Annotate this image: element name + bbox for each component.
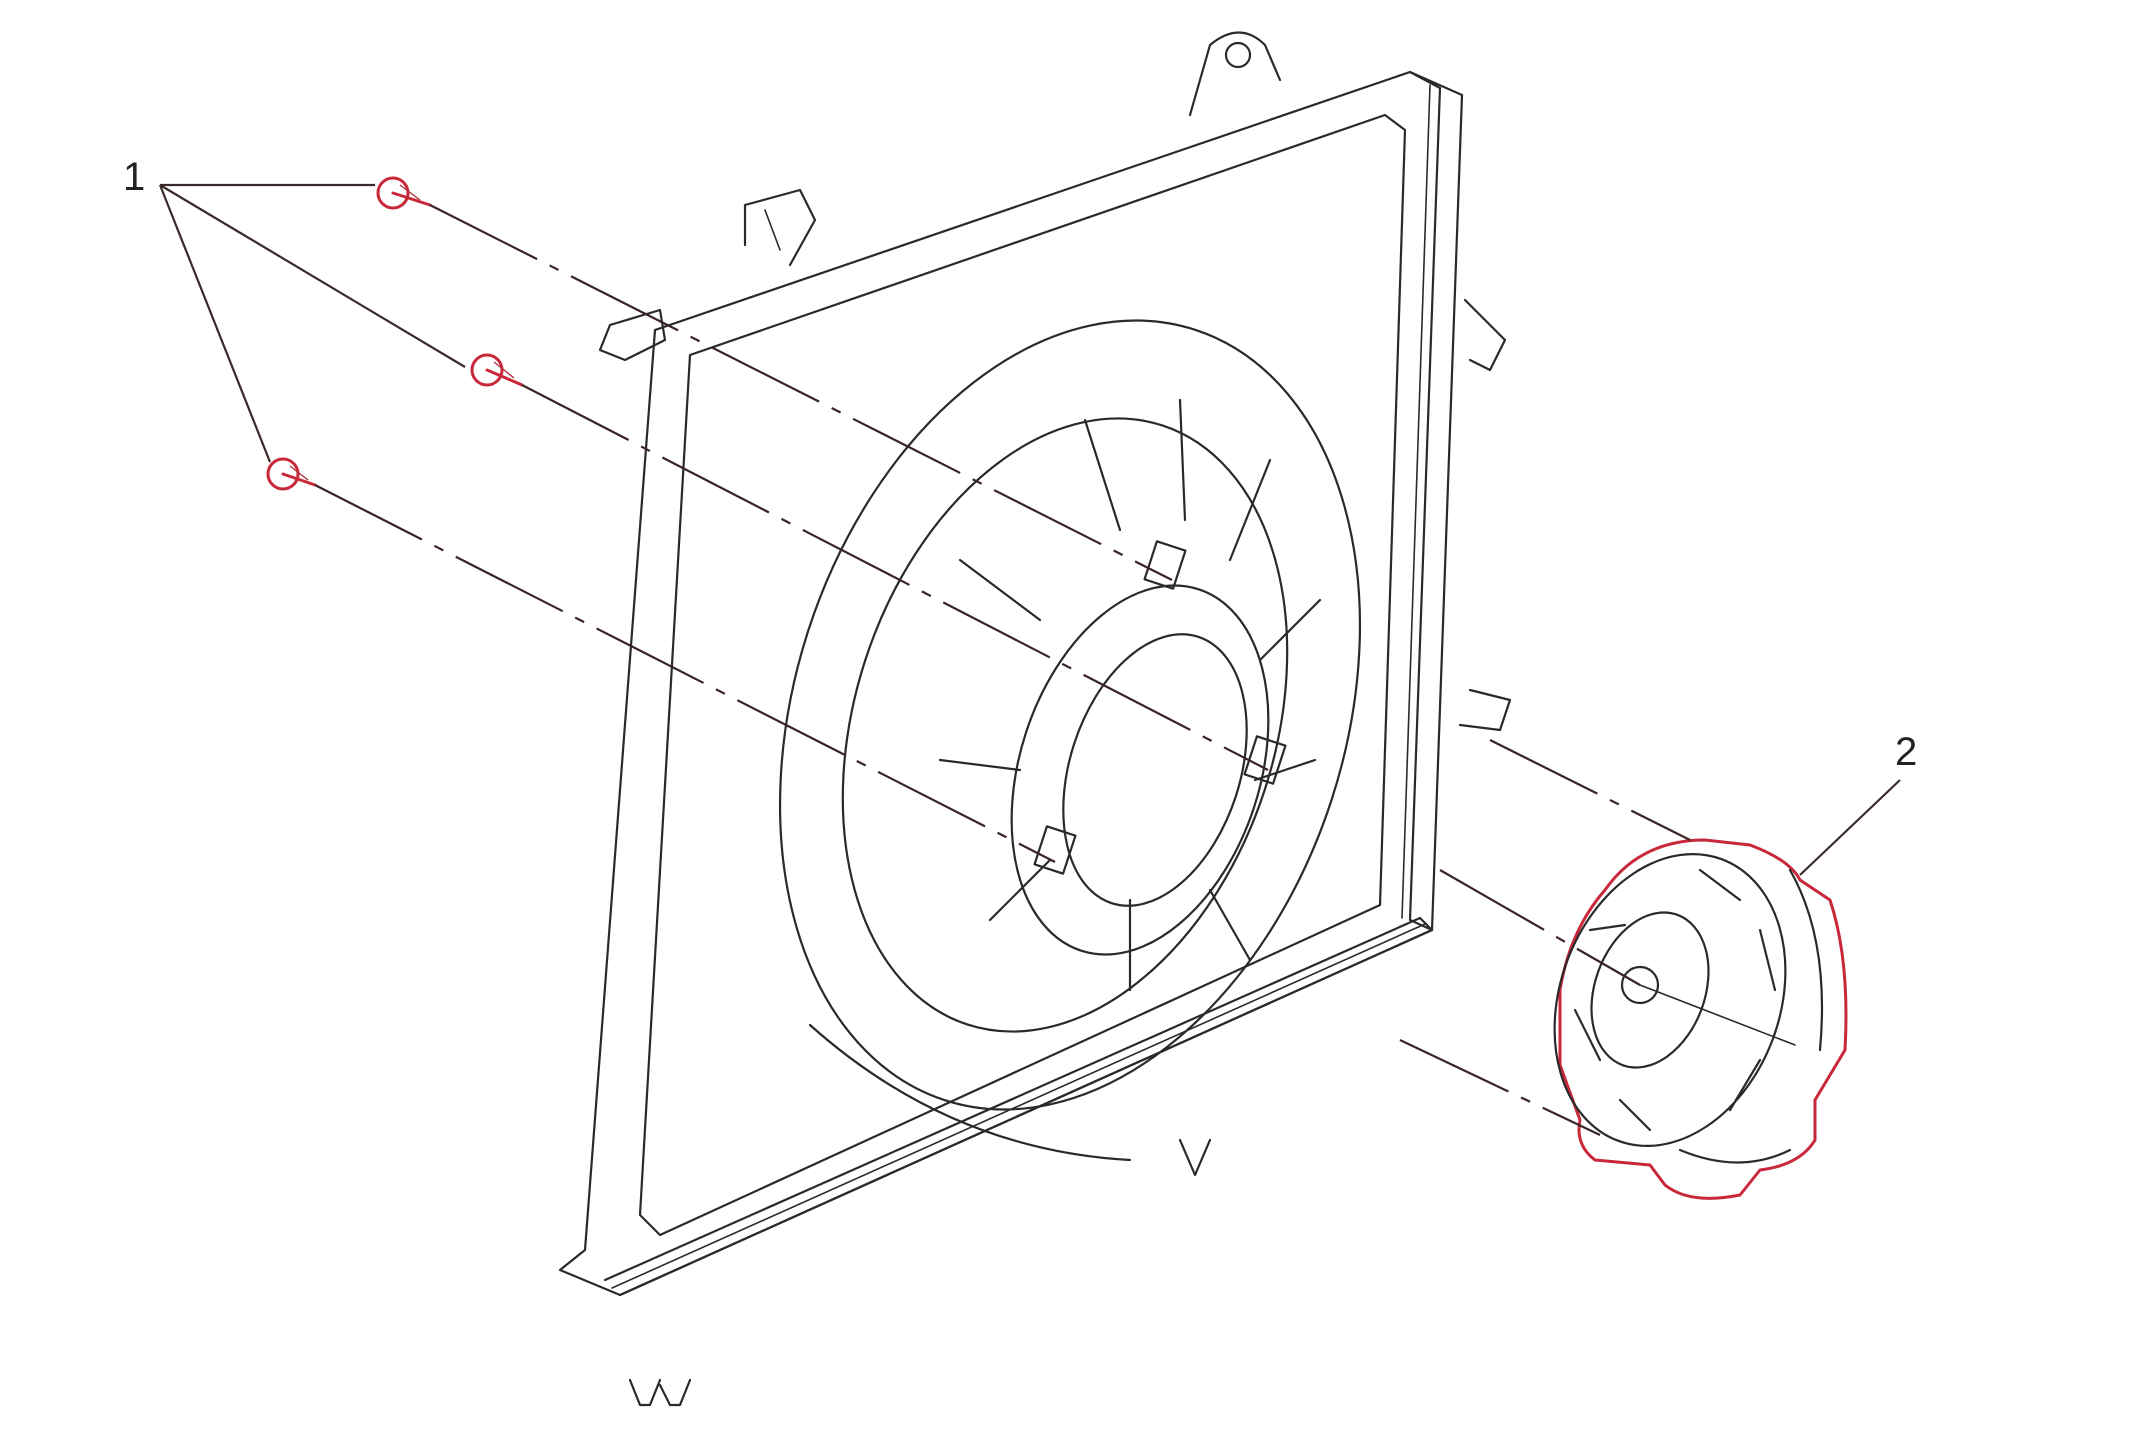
bolt-bottom-alignment-line <box>314 484 1056 863</box>
motor-alignment-line-top <box>1489 739 1691 841</box>
bolt-bottom <box>266 457 317 491</box>
fan-shroud <box>558 31 1512 1407</box>
fan-opening <box>778 319 1362 1162</box>
callout-2-leader <box>1799 779 1901 876</box>
bolt-top <box>376 176 432 210</box>
motor-alignment-line-middle <box>1439 869 1641 986</box>
callout-2-label: 2 <box>1895 730 1917 774</box>
bolt-middle <box>470 353 524 387</box>
bolt-top-alignment-line <box>429 204 1173 581</box>
fan-motor <box>1553 838 1848 1200</box>
callout-1-label: 1 <box>123 155 145 199</box>
motor-alignment-line-bottom <box>1399 1039 1601 1136</box>
bolt-middle-alignment-line <box>521 384 1269 771</box>
callout-1-leaders <box>158 183 466 463</box>
